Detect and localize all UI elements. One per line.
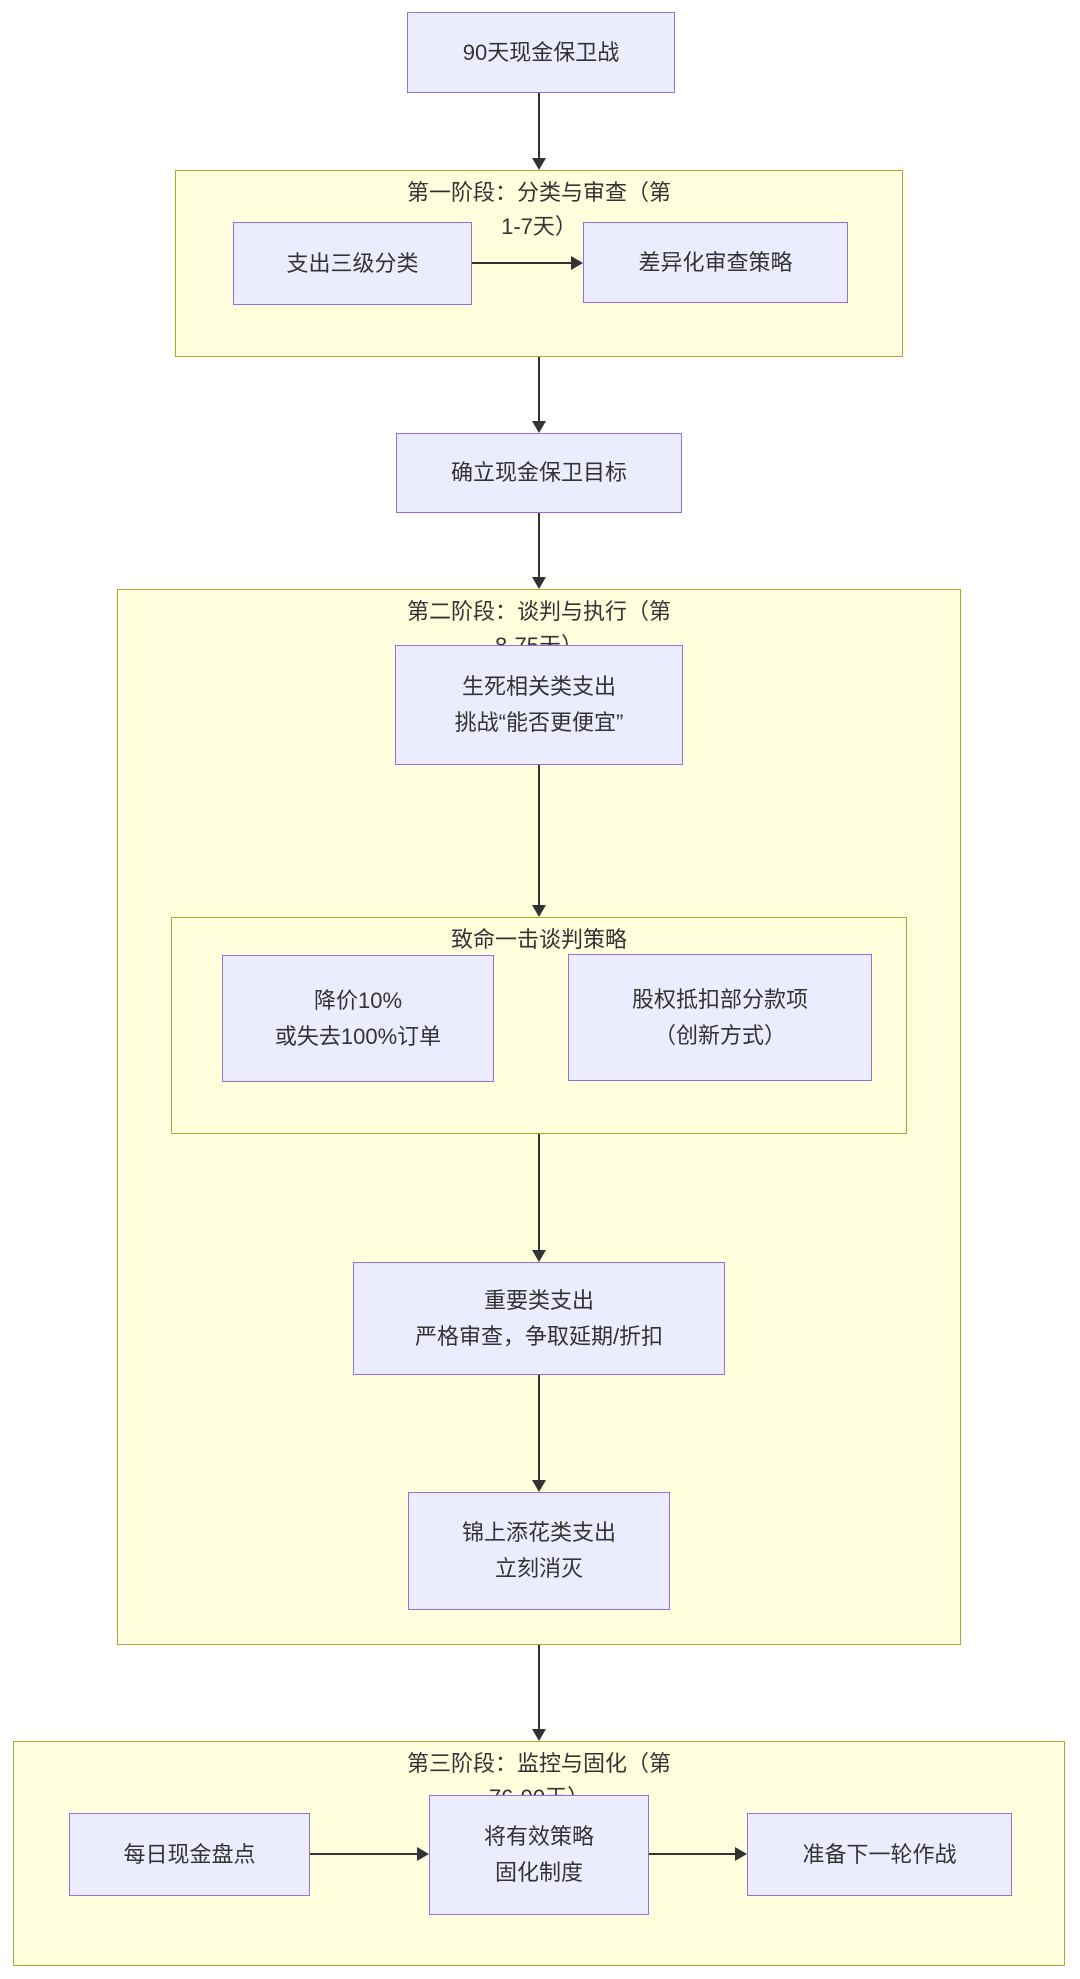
arrow-survival-to-killer-line	[538, 765, 540, 905]
cluster-stage1-title: 第一阶段：分类与审查（第 1-7天）	[406, 180, 671, 239]
arrow-stage2-to-stage3-line	[538, 1645, 540, 1729]
node-daily-cash-check: 每日现金盘点	[69, 1813, 310, 1896]
arrow-important-to-nice-line	[538, 1375, 540, 1480]
arrow-check-to-solidify-line	[310, 1853, 417, 1855]
node-nice-to-have-expense: 锦上添花类支出 立刻消灭	[408, 1492, 670, 1610]
node-cash-defense-goal: 确立现金保卫目标	[396, 433, 682, 513]
node-expense-classification: 支出三级分类	[233, 222, 472, 305]
node-equity-offset: 股权抵扣部分款项 （创新方式）	[568, 954, 872, 1081]
arrow-killer-to-important-line	[538, 1134, 540, 1250]
arrow-goal-to-stage2-line	[538, 513, 540, 577]
node-important-expense: 重要类支出 严格审查，争取延期/折扣	[353, 1262, 725, 1375]
arrow-classify-to-review-line	[472, 262, 571, 264]
arrow-killer-to-important-head	[532, 1250, 546, 1262]
arrow-solidify-to-next-line	[649, 1853, 735, 1855]
node-solidify-strategy: 将有效策略 固化制度	[429, 1795, 649, 1915]
arrow-classify-to-review-head	[571, 256, 583, 270]
arrow-check-to-solidify-head	[417, 1847, 429, 1861]
arrow-stage1-to-goal-line	[538, 357, 540, 421]
arrow-important-to-nice-head	[532, 1480, 546, 1492]
node-next-round: 准备下一轮作战	[747, 1813, 1012, 1896]
arrow-root-to-stage1-line	[538, 93, 540, 158]
arrow-stage2-to-stage3-head	[532, 1729, 546, 1741]
arrow-solidify-to-next-head	[735, 1847, 747, 1861]
node-differentiated-review: 差异化审查策略	[583, 222, 848, 303]
node-survival-expense: 生死相关类支出 挑战“能否更便宜”	[395, 645, 683, 765]
arrow-root-to-stage1-head	[532, 158, 546, 170]
cluster-killer-strategy-title: 致命一击谈判策略	[450, 927, 627, 952]
arrow-stage1-to-goal-head	[532, 421, 546, 433]
node-price-cut-ultimatum: 降价10% 或失去100%订单	[222, 955, 494, 1082]
cluster-stage3-title: 第三阶段：监控与固化（第 76-90天）	[406, 1751, 671, 1810]
arrow-goal-to-stage2-head	[532, 577, 546, 589]
node-90day-cash-battle: 90天现金保卫战	[407, 12, 675, 93]
arrow-survival-to-killer-head	[532, 905, 546, 917]
